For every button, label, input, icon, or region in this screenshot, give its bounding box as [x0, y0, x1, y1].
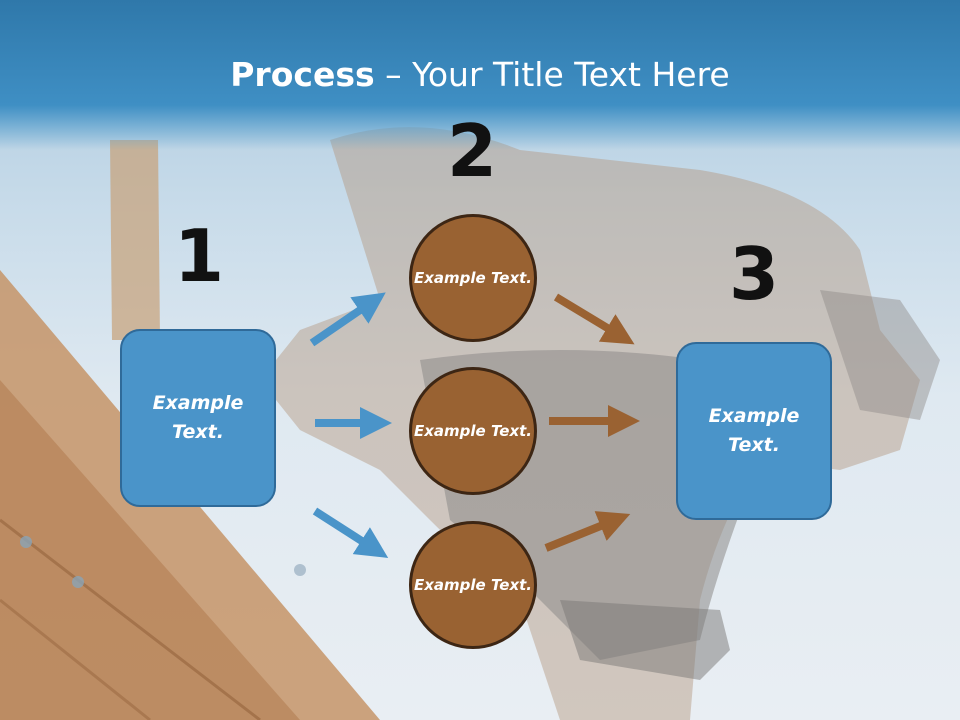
- step-2-circle-bottom: Example Text.: [409, 521, 537, 649]
- step-1-box: Example Text.: [120, 329, 276, 507]
- step-2-circle-middle: Example Text.: [409, 367, 537, 495]
- arrow-left-to-top: [309, 292, 386, 347]
- circle-top-line2: Text.: [490, 268, 532, 287]
- step-3-text-line2: Text.: [728, 434, 780, 456]
- circle-middle-line2: Text.: [490, 421, 532, 440]
- title-bar: [0, 0, 960, 150]
- step-1-text-line2: Text.: [172, 421, 224, 443]
- step-number-2: 2: [446, 109, 498, 193]
- step-3-box: Example Text.: [676, 342, 832, 520]
- arrow-left-to-bottom: [312, 507, 389, 558]
- step-1-text-line1: Example: [152, 392, 244, 414]
- title-rest: – Your Title Text Here: [374, 55, 730, 94]
- circle-bottom-line1: Example: [414, 575, 486, 594]
- circle-bottom-line2: Text.: [490, 575, 532, 594]
- step-3-text-line1: Example: [708, 405, 800, 427]
- arrow-bottom-to-right: [544, 511, 631, 552]
- page-title: Process – Your Title Text Here: [0, 50, 960, 100]
- title-bold: Process: [230, 55, 375, 94]
- circle-middle-line1: Example: [414, 421, 486, 440]
- step-number-1: 1: [173, 214, 225, 298]
- circle-top-line1: Example: [414, 268, 486, 287]
- arrow-top-to-right: [553, 293, 635, 345]
- step-2-circle-top: Example Text.: [409, 214, 537, 342]
- step-number-3: 3: [728, 232, 780, 316]
